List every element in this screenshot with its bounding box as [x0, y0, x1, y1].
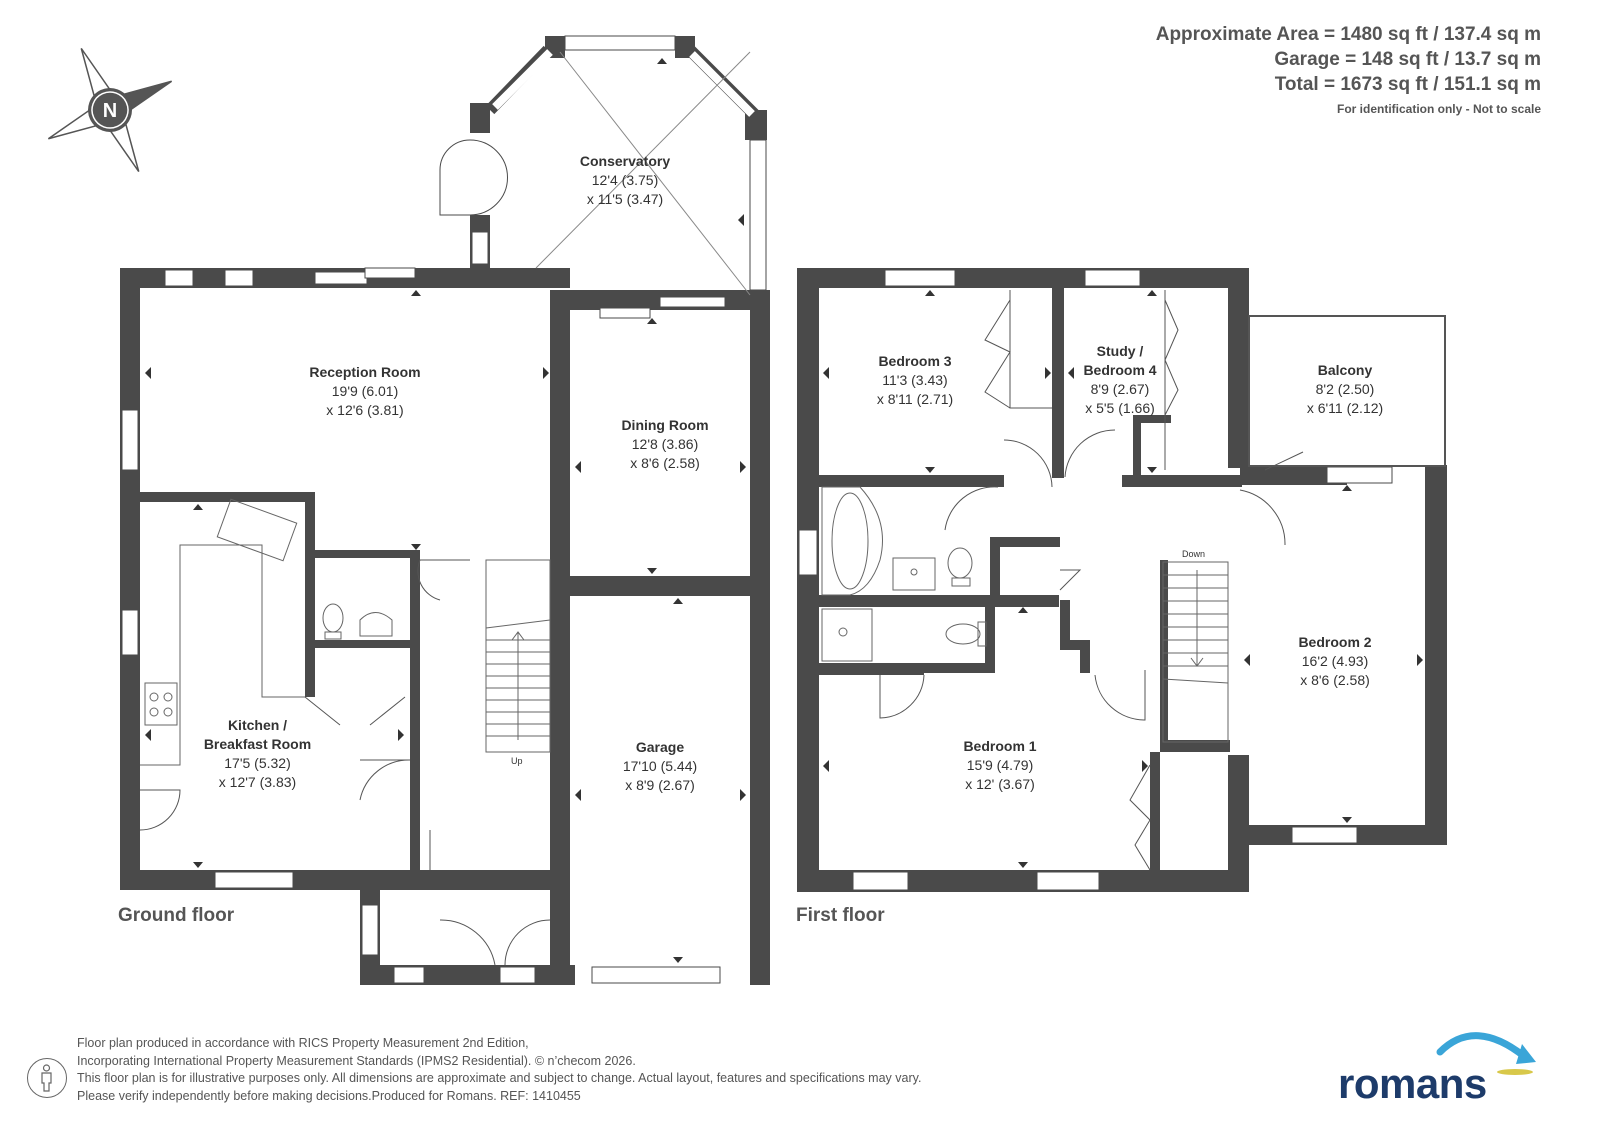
- room-bedroom3: Bedroom 3 11'3 (3.43) x 8'11 (2.71): [876, 353, 954, 407]
- conservatory-frame: [439, 45, 760, 296]
- area-summary: Approximate Area = 1480 sq ft / 137.4 sq…: [1156, 22, 1541, 119]
- room-bedroom2: Bedroom 2 16'2 (4.93) x 8'6 (2.58): [1298, 634, 1372, 688]
- first-floor-windows: [798, 269, 1393, 891]
- ground-wc-fittings: [322, 603, 393, 640]
- room-study: Study / Bedroom 4 8'9 (2.67) x 5'5 (1.66…: [1083, 343, 1157, 416]
- footer-disclaimer: Floor plan produced in accordance with R…: [77, 1036, 922, 1103]
- room-reception: Reception Room 19'9 (6.01) x 12'6 (3.81): [309, 364, 421, 418]
- ground-floor-windows: [121, 35, 767, 984]
- room-bedroom1: Bedroom 1 15'9 (4.79) x 12' (3.67): [963, 738, 1037, 792]
- north-compass-icon: N: [47, 47, 173, 173]
- person-scale-icon: [27, 1058, 67, 1098]
- room-conservatory: Conservatory 12'4 (3.75) x 11'5 (3.47): [579, 153, 671, 207]
- stairs-up: [485, 559, 551, 753]
- scale-note: For identification only - Not to scale: [1336, 102, 1541, 116]
- garage-area: Garage = 148 sq ft / 13.7 sq m: [1274, 49, 1541, 70]
- first-floor-label: First floor: [796, 905, 885, 926]
- stairs-down-label: Down: [1182, 549, 1206, 559]
- room-balcony: Balcony 8'2 (2.50) x 6'11 (2.12): [1306, 362, 1384, 416]
- stairs-down: [1162, 561, 1229, 743]
- room-garage: Garage 17'10 (5.44) x 8'9 (2.67): [622, 739, 698, 793]
- ground-floor-label: Ground floor: [118, 905, 235, 926]
- dimension-markers: [145, 58, 1423, 963]
- stairs-up-label: Up: [511, 756, 523, 766]
- romans-logo: Romans: [1338, 1060, 1487, 1107]
- compass-letter: N: [103, 100, 117, 122]
- kitchen-fittings: [140, 498, 305, 766]
- logo-swoosh-icon: [1436, 1032, 1536, 1075]
- bathroom-fittings: [821, 486, 987, 662]
- room-kitchen: Kitchen / Breakfast Room 17'5 (5.32) x 1…: [203, 717, 312, 790]
- room-dining: Dining Room 12'8 (3.86) x 8'6 (2.58): [621, 417, 709, 471]
- ground-floor-doors: [139, 559, 551, 966]
- approx-area: Approximate Area = 1480 sq ft / 137.4 sq…: [1155, 24, 1541, 45]
- total-area: Total = 1673 sq ft / 151.1 sq m: [1274, 74, 1541, 95]
- first-floor-doors: [879, 290, 1304, 871]
- balcony-outline: [1248, 315, 1446, 467]
